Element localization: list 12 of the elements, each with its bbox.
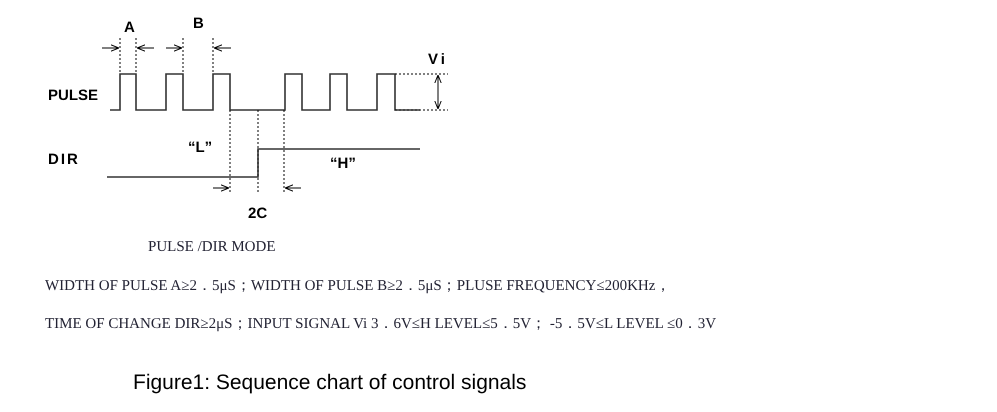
signal-name: DIR (48, 152, 80, 167)
spec-text: TIME OF CHANGE DIR≥2μS；INPUT SIGNAL Vi 3．6V≤H LEVEL≤5．5V； -5．5V≤L LEVEL ≤0．3V (45, 317, 716, 332)
mode-title: PULSE /DIR MODE (148, 240, 276, 255)
spec-text: WIDTH OF PULSE A≥2．5μS；WIDTH OF PULSE B≥2．5μS；PLUSE FREQUENCY≤200KHz， (45, 279, 670, 294)
dimension-label: A (124, 20, 135, 35)
dimension-label: B (193, 16, 204, 31)
level-label: “L” (188, 140, 212, 155)
dimension-label: 2C (248, 206, 268, 221)
level-label: “H” (330, 156, 356, 171)
voltage-label: Vi (428, 52, 448, 67)
signal-name: PULSE (48, 88, 98, 103)
figure-caption: Figure1: Sequence chart of control signals (133, 372, 526, 393)
